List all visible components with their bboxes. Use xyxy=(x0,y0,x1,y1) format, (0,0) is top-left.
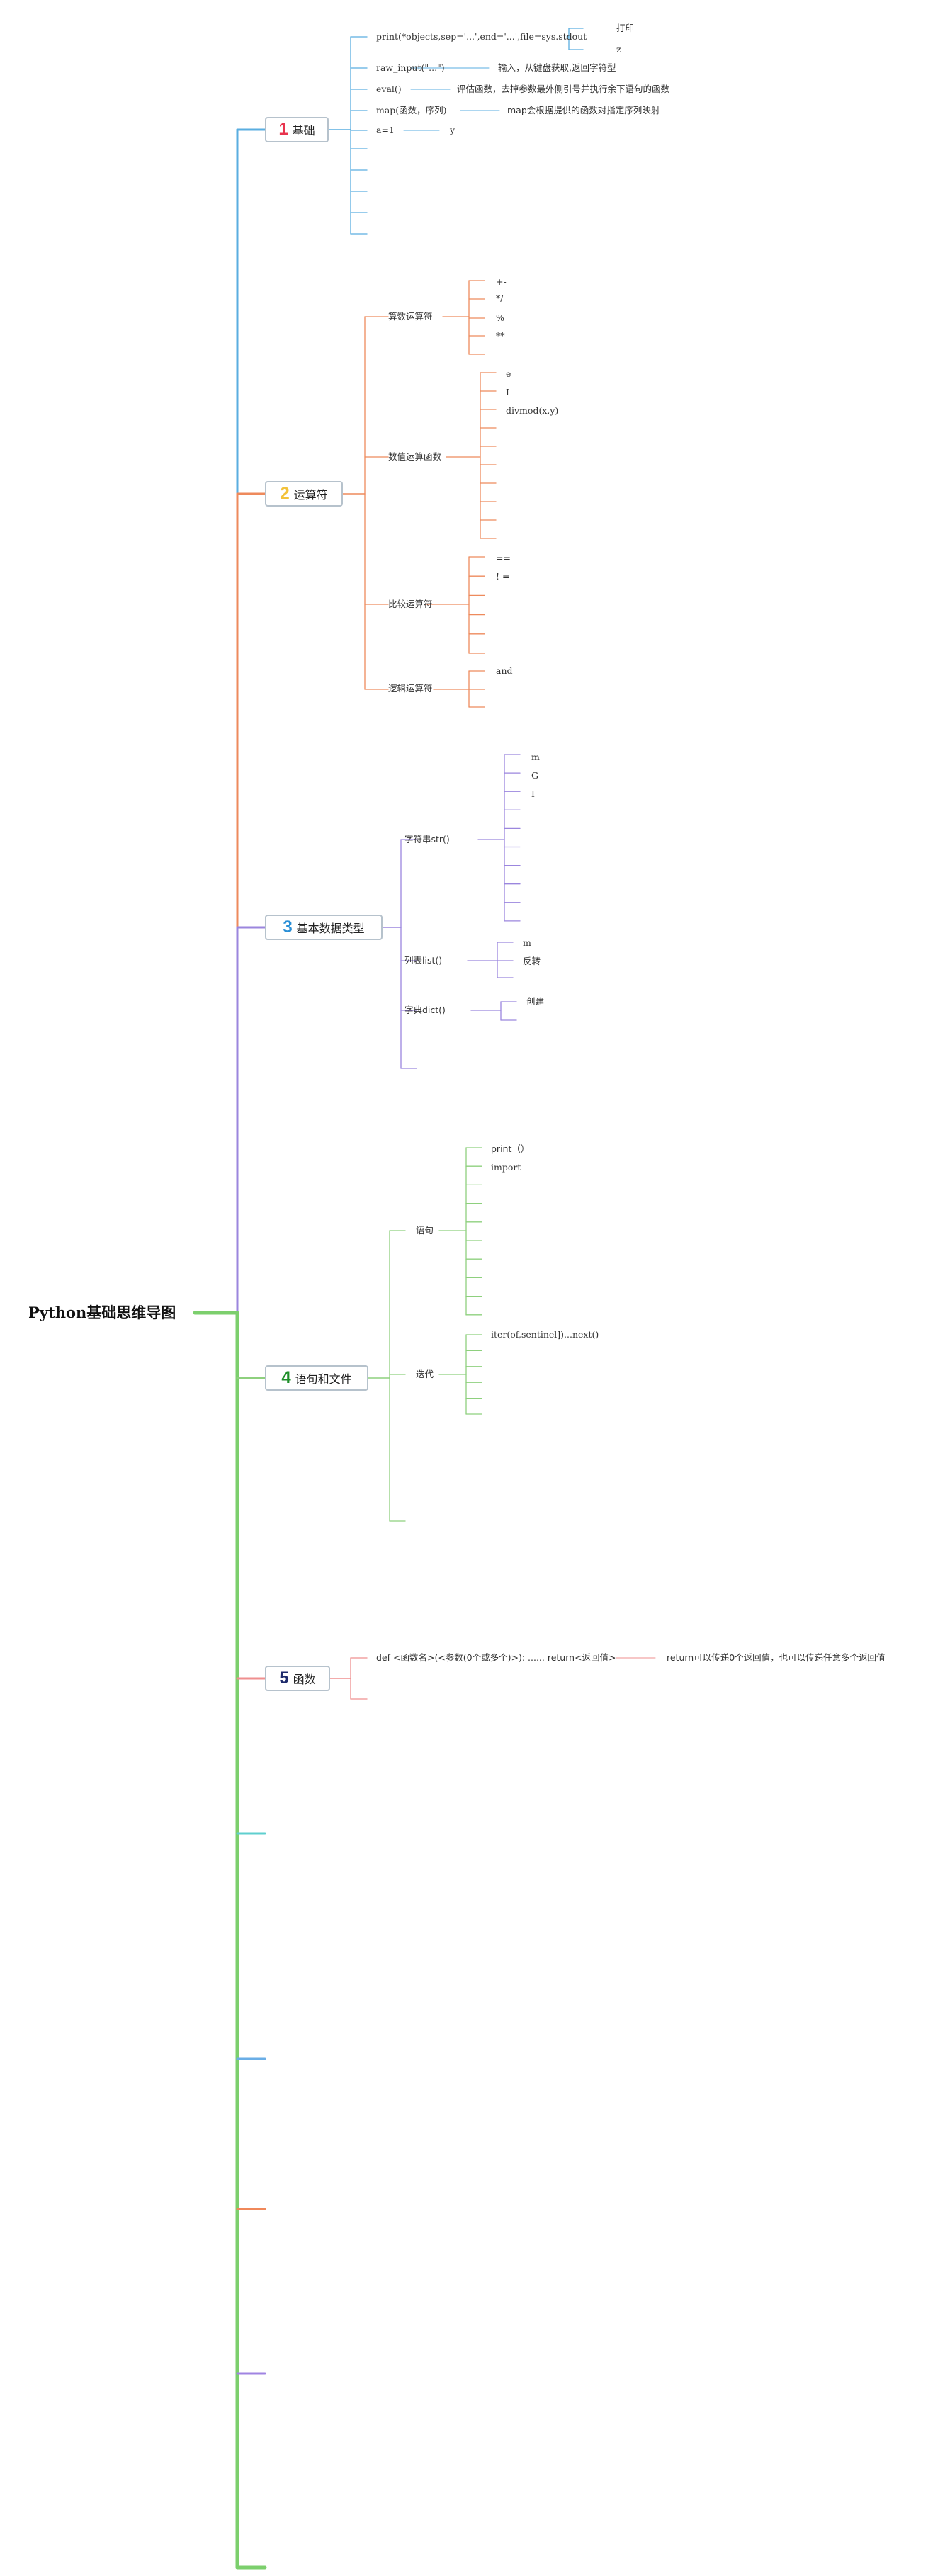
topic-number-1: 1 xyxy=(278,120,288,139)
node-eval-desc[interactable]: 评估函数，去掉参数最外侧引号并执行余下语句的函数 xyxy=(457,84,670,94)
topic-label-statements: 语句和文件 xyxy=(295,1372,352,1386)
node-stmt-item[interactable]: print（） xyxy=(491,1143,530,1154)
node-arith-item[interactable]: */ xyxy=(496,293,504,303)
node-raw-input-desc[interactable]: 输入，从键盘获取,返回字符型 xyxy=(498,62,616,73)
node-return-desc[interactable]: return可以传递0个返回值，也可以传递任意多个返回值 xyxy=(667,1652,885,1663)
node-print-z[interactable]: z xyxy=(616,44,621,55)
node-assign-y[interactable]: y xyxy=(450,125,455,135)
node-assign[interactable]: a=1 xyxy=(376,125,395,135)
topic-number-5: 5 xyxy=(279,1668,289,1688)
node-arith-item[interactable]: % xyxy=(496,312,504,323)
topic-functions[interactable]: 5 函数 xyxy=(265,1666,330,1691)
node-numfunc[interactable]: 数值运算函数 xyxy=(388,451,442,462)
topic-label-basics: 基础 xyxy=(292,124,315,137)
node-iter[interactable]: 迭代 xyxy=(416,1369,434,1379)
node-numfunc-item[interactable]: e xyxy=(506,368,511,379)
node-def[interactable]: def <函数名>(<参数(0个或多个)>): ...... return<返回… xyxy=(376,1652,616,1663)
topic-label-functions: 函数 xyxy=(293,1673,316,1686)
node-iter-item[interactable]: iter(of,sentinel])...next() xyxy=(491,1329,599,1340)
node-str-item[interactable]: I xyxy=(531,789,535,799)
node-list[interactable]: 列表list() xyxy=(404,955,443,966)
topic-label-datatypes: 基本数据类型 xyxy=(296,922,365,935)
node-arith[interactable]: 算数运算符 xyxy=(388,311,433,322)
node-logic[interactable]: 逻辑运算符 xyxy=(388,683,433,694)
node-stmt-item[interactable]: import xyxy=(491,1162,521,1173)
node-arith-item[interactable]: ** xyxy=(496,330,505,341)
topic-number-2: 2 xyxy=(280,484,290,503)
topic-number-3: 3 xyxy=(283,917,293,937)
node-arith-item[interactable]: +- xyxy=(496,276,507,287)
topic-datatypes[interactable]: 3 基本数据类型 xyxy=(265,915,383,940)
topic-operators[interactable]: 2 运算符 xyxy=(265,481,343,507)
node-dict[interactable]: 字典dict() xyxy=(404,1005,446,1015)
node-numfunc-item[interactable]: L xyxy=(506,387,512,397)
topic-statements[interactable]: 4 语句和文件 xyxy=(265,1365,368,1391)
node-str-item[interactable]: G xyxy=(531,770,538,781)
topic-number-4: 4 xyxy=(281,1368,291,1387)
node-map[interactable]: map(函数，序列) xyxy=(376,105,447,115)
topic-label-operators: 运算符 xyxy=(293,488,328,502)
node-list-item[interactable]: m xyxy=(523,937,531,948)
node-logic-item[interactable]: and xyxy=(496,665,513,676)
node-print-dayin[interactable]: 打印 xyxy=(616,23,635,33)
node-map-desc[interactable]: map会根据提供的函数对指定序列映射 xyxy=(507,105,660,115)
node-numfunc-item[interactable]: divmod(x,y) xyxy=(506,405,559,416)
node-print[interactable]: print(*objects,sep='...',end='...',file=… xyxy=(376,31,587,42)
node-compare-item[interactable]: ! = xyxy=(496,571,510,582)
topic-basics[interactable]: 1 基础 xyxy=(265,117,329,142)
node-compare-item[interactable]: == xyxy=(496,553,511,563)
node-stmt[interactable]: 语句 xyxy=(416,1225,434,1236)
node-str-item[interactable]: m xyxy=(531,752,540,762)
node-dict-item[interactable]: 创建 xyxy=(526,996,545,1007)
node-raw-input[interactable]: raw_input("...") xyxy=(376,62,445,73)
root-title[interactable]: Python基础思维导图 xyxy=(28,1304,176,1321)
node-compare[interactable]: 比较运算符 xyxy=(388,599,433,609)
node-str[interactable]: 字符串str() xyxy=(404,834,450,844)
node-eval[interactable]: eval() xyxy=(376,84,402,94)
node-list-item[interactable]: 反转 xyxy=(523,956,541,966)
